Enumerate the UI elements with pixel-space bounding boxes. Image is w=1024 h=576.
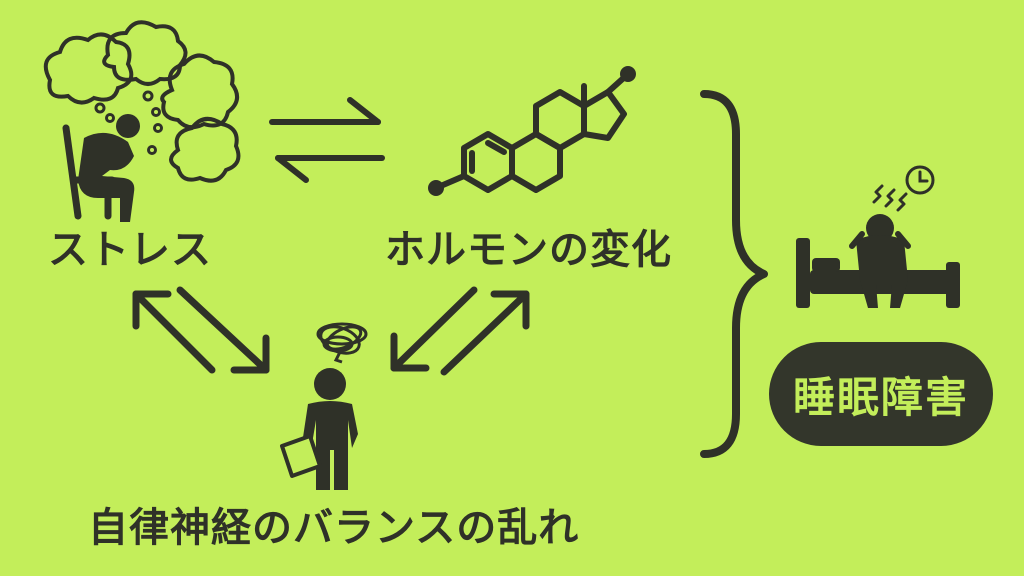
stress-sparks	[872, 184, 908, 212]
hormone-autonomic-arrows	[390, 286, 530, 376]
autonomic-imbalance-label: 自律神経のバランスの乱れ	[88, 505, 580, 551]
thought-bubbles	[94, 90, 163, 155]
stress-autonomic-arrows	[132, 286, 270, 374]
exchange-arrows	[269, 97, 385, 183]
sleep-disorder-badge: 睡眠障害	[769, 342, 993, 446]
molecule-atoms	[428, 66, 636, 196]
insomnia-bed-icon	[796, 184, 960, 308]
grouping-brace	[700, 90, 768, 458]
stress-label: ストレス	[48, 227, 212, 273]
steroid-molecule-icon	[433, 71, 631, 193]
scribble-icon	[316, 322, 368, 364]
thought-cloud	[43, 20, 241, 183]
hormone-change-label: ホルモンの変化	[385, 227, 672, 273]
sleep-disorder-label: 睡眠障害	[792, 372, 969, 422]
confused-person-icon	[280, 322, 368, 490]
thinking-person-icon	[43, 20, 241, 222]
paper-icon	[280, 434, 322, 478]
clock-icon	[905, 165, 935, 195]
